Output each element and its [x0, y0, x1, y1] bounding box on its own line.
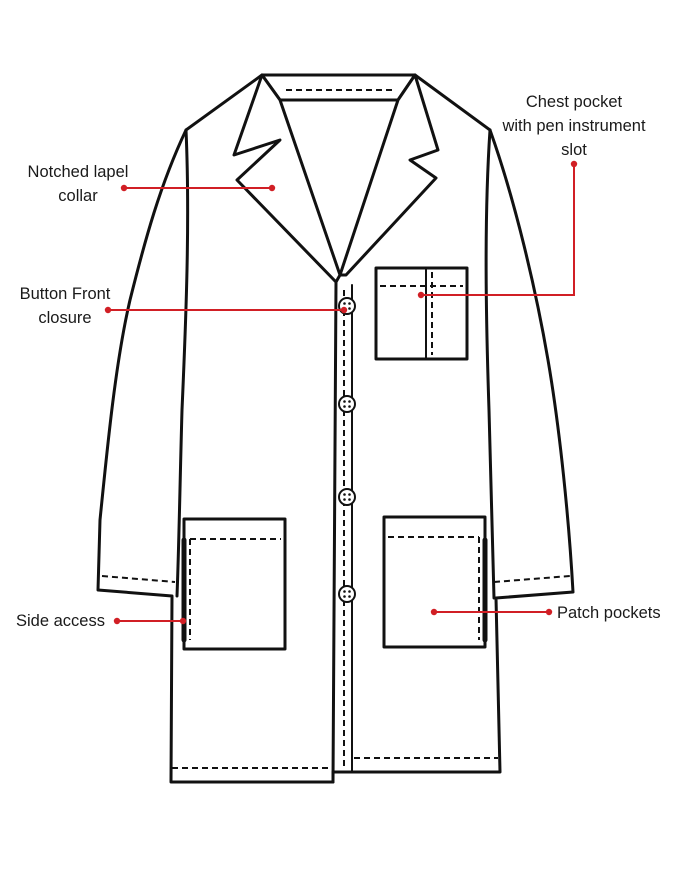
button-front-label: Button Front closure [6, 282, 124, 330]
chest-pocket-line-2: with pen instrument [494, 114, 654, 138]
button-3 [339, 489, 355, 505]
patch-pocket-leader-dot-end [546, 609, 552, 615]
button-leader-dot-end [341, 307, 347, 313]
chest-pocket-label: Chest pocket with pen instrument slot [494, 90, 654, 162]
lapel-leader-dot-end [269, 185, 275, 191]
side-access-line-1: Side access [16, 609, 105, 633]
notched-lapel-label: Notched lapel collar [14, 160, 142, 208]
side-access-leader-dot-end [180, 618, 186, 624]
button-front-line-2: closure [6, 306, 124, 330]
button-2 [339, 396, 355, 412]
chest-pocket-line-1: Chest pocket [494, 90, 654, 114]
patch-pockets-line-1: Patch pockets [557, 601, 661, 625]
patch-pockets-label: Patch pockets [557, 601, 661, 625]
button-4 [339, 586, 355, 602]
collar-band [262, 75, 415, 100]
button-front-line-1: Button Front [6, 282, 124, 306]
chest-pocket-leader-dot-end [418, 292, 424, 298]
side-access-label: Side access [16, 609, 105, 633]
notched-lapel-line-2: collar [14, 184, 142, 208]
chest-pocket [376, 268, 467, 359]
patch-pocket-leader-dot-start [431, 609, 437, 615]
notched-lapel-line-1: Notched lapel [14, 160, 142, 184]
chest-pocket-line-3: slot [494, 138, 654, 162]
side-access-leader-dot-start [114, 618, 120, 624]
